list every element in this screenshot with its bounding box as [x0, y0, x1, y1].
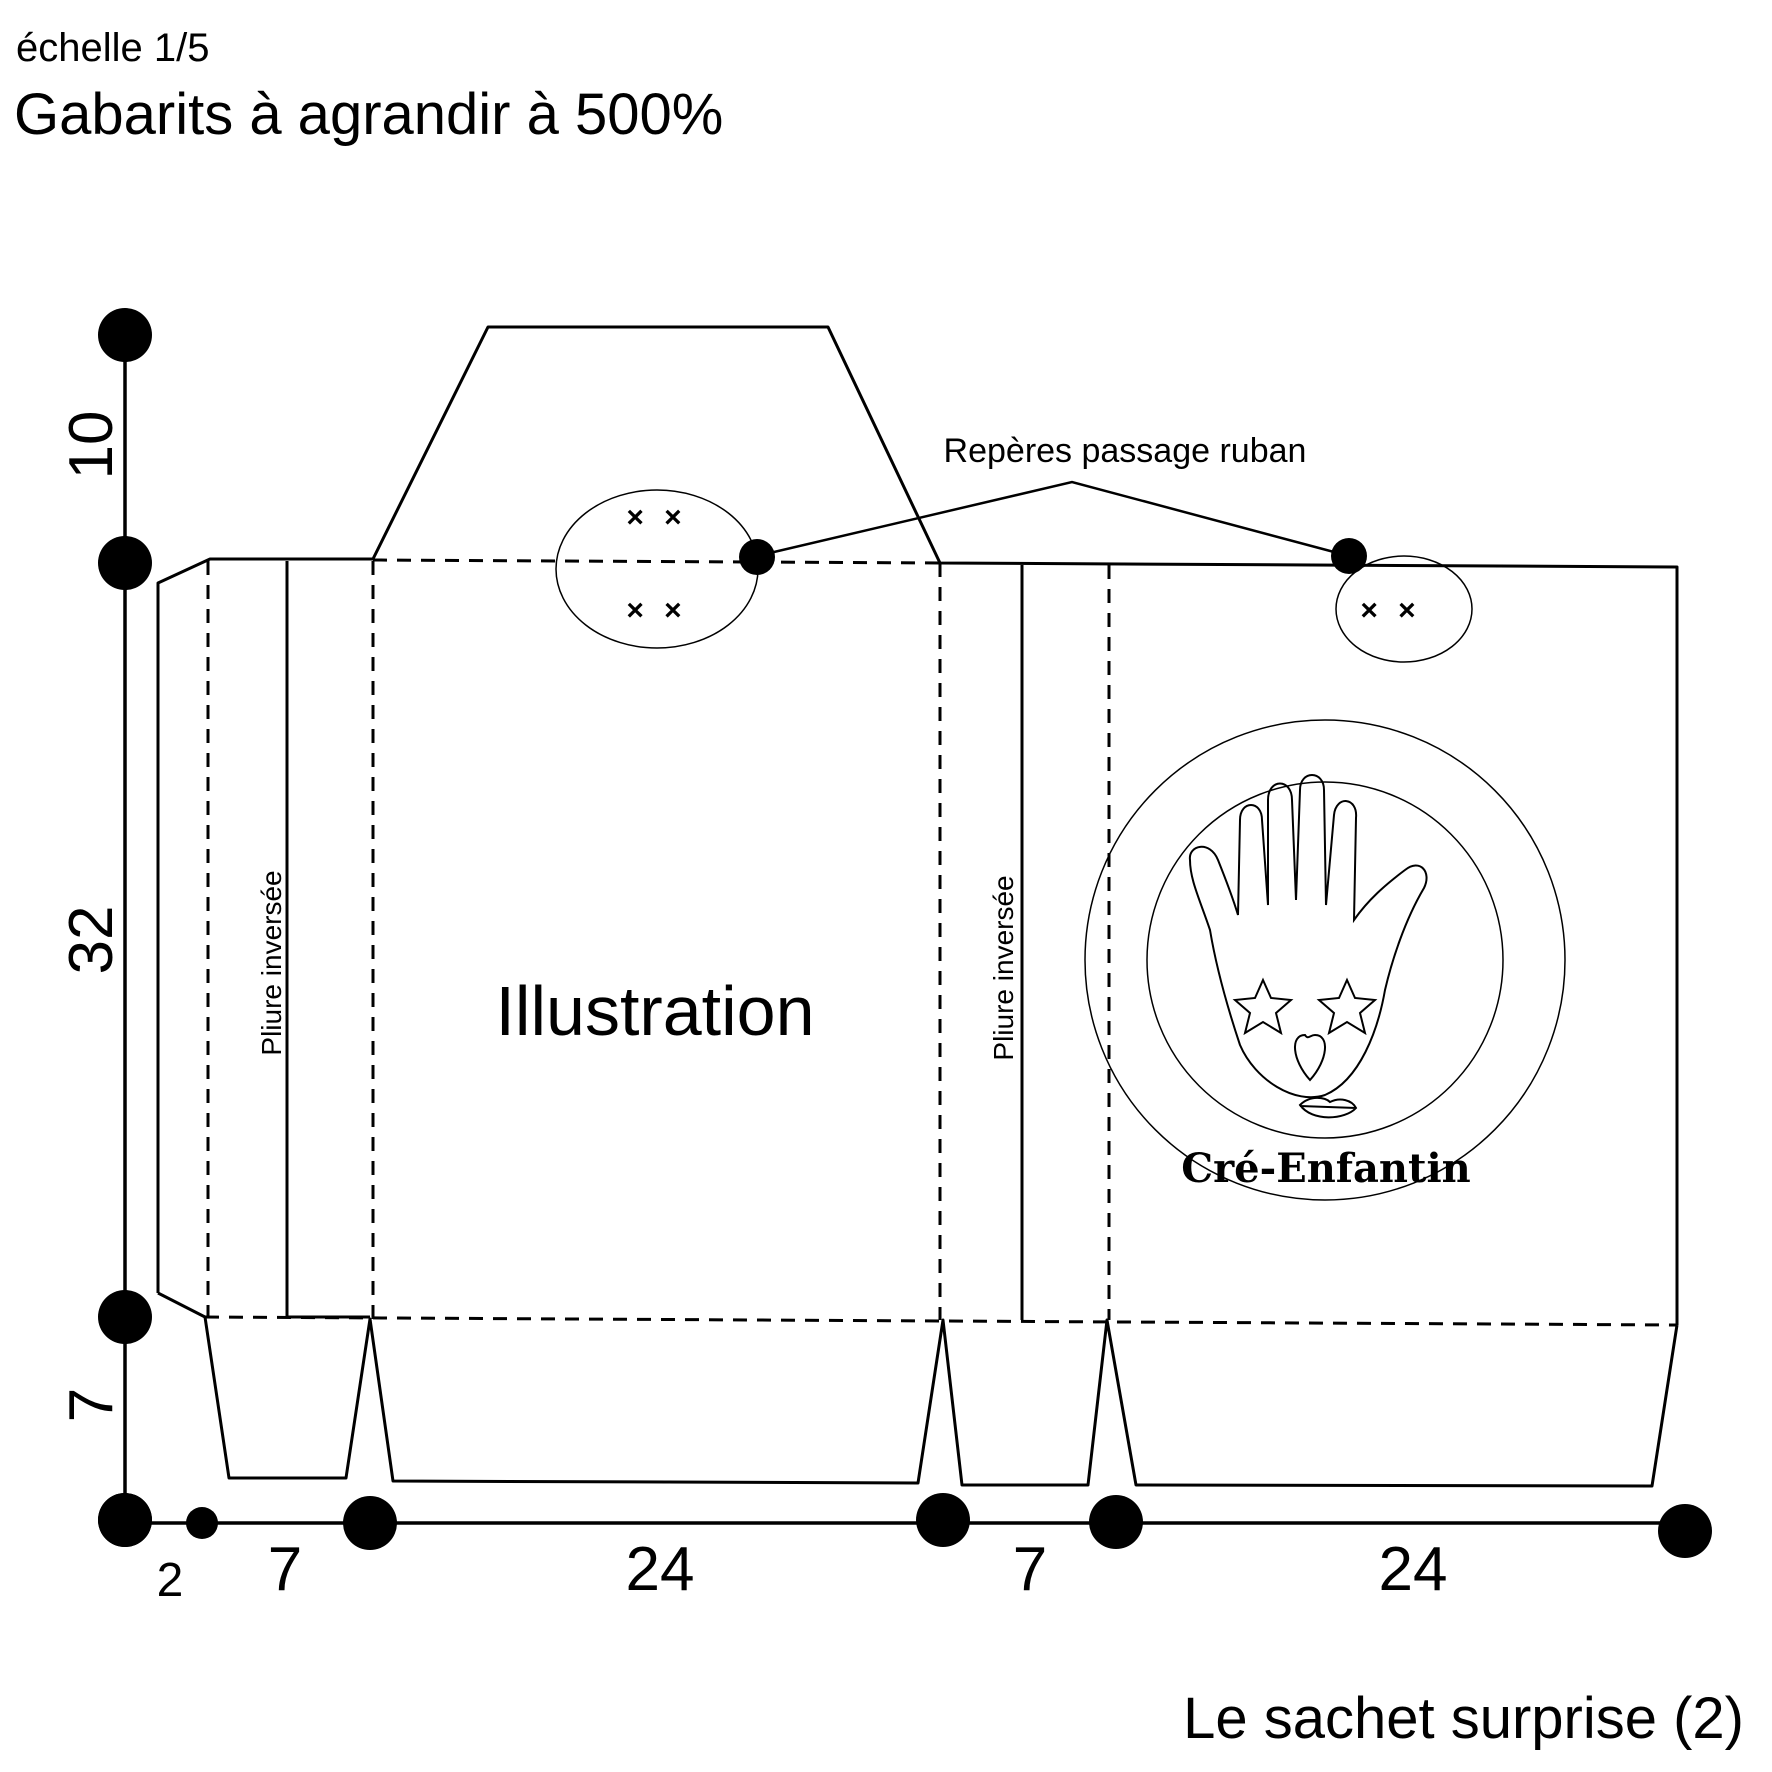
footer-title: Le sachet surprise (2) — [1183, 1686, 1744, 1751]
scale-note: échelle 1/5 — [16, 26, 210, 70]
ribbon-mark-dot — [739, 539, 775, 575]
logo-text: Cré-Enfantin — [1181, 1145, 1471, 1192]
fold-line-bottom — [204, 1315, 1678, 1327]
dimension-label-24: 24 — [626, 1535, 695, 1604]
ribbon-leader-lines — [756, 480, 1350, 558]
dimension-label-7: 7 — [1013, 1535, 1047, 1604]
hand-face-icon — [1188, 774, 1428, 1119]
dimension-label-24: 24 — [1379, 1535, 1448, 1604]
cut-outline-bottom-flaps — [203, 1316, 1679, 1488]
cut-outline-glue-tab — [157, 1291, 206, 1319]
logo: Cré-Enfantin — [1084, 719, 1566, 1201]
ribbon-mark-oval — [1335, 555, 1473, 663]
dimension-marker — [916, 1493, 970, 1547]
cut-outline-top — [156, 325, 1679, 1325]
ribbon-mark-dot — [1331, 538, 1367, 574]
ribbon-marks-label: Repères passage ruban — [944, 432, 1307, 470]
dimension-marker — [1089, 1495, 1143, 1549]
cross-marks: × × — [626, 501, 687, 534]
reverse-fold-label-right: Pliure inversée — [988, 875, 1019, 1060]
dimension-marker — [1658, 1504, 1712, 1558]
dimension-label-2: 2 — [157, 1554, 184, 1607]
reverse-fold-label-left: Pliure inversée — [256, 870, 287, 1055]
dimension-marker — [98, 1290, 152, 1344]
dimension-marker — [186, 1507, 218, 1539]
page-title: Gabarits à agrandir à 500% — [14, 82, 724, 147]
cross-marks: × × — [626, 594, 687, 627]
dimension-marker — [98, 536, 152, 590]
cross-marks: × × — [1360, 594, 1421, 627]
dimension-marker — [98, 308, 152, 362]
illustration-label: Illustration — [495, 972, 814, 1050]
dimension-marker — [98, 1493, 152, 1547]
dimension-label-7: 7 — [268, 1535, 302, 1604]
fold-line-top — [372, 558, 941, 565]
dimension-marker — [343, 1496, 397, 1550]
dimension-label-32: 32 — [57, 906, 126, 975]
dimension-label-10: 10 — [57, 411, 126, 480]
dimension-label-7: 7 — [57, 1388, 126, 1422]
